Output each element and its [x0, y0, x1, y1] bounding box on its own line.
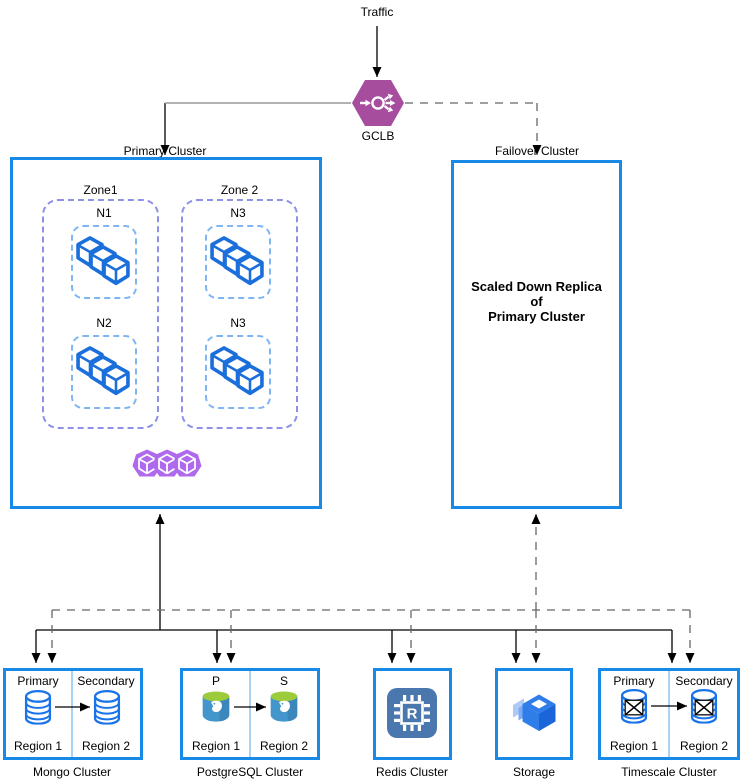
- cloud-storage-icon: [509, 691, 559, 735]
- postgres-region1-label: Region 1: [191, 739, 241, 753]
- postgresql-database-icon: [200, 688, 232, 726]
- timescale-region1-label: Region 1: [609, 739, 659, 753]
- gclb-label: GCLB: [361, 129, 395, 143]
- zone1-box[interactable]: [42, 199, 159, 429]
- node-n3-bottom-label: N3: [230, 316, 246, 330]
- zone1-label: Zone1: [83, 183, 118, 197]
- mongo-secondary-label: Secondary: [77, 674, 135, 688]
- storage-box[interactable]: [495, 668, 573, 760]
- timescale-database-icon: [619, 688, 649, 724]
- kubernetes-pods-icon: [131, 448, 203, 478]
- postgres-primary-label: P: [211, 674, 221, 688]
- node-n2-box[interactable]: [71, 335, 137, 409]
- postgresql-cluster-caption: PostgreSQL Cluster: [196, 765, 304, 779]
- redis-cluster-caption: Redis Cluster: [375, 765, 449, 779]
- mongo-database-icon: [92, 689, 122, 725]
- node-n3-top-box[interactable]: [205, 225, 271, 299]
- postgresql-cluster-box[interactable]: P S Region 1 Region 2: [180, 668, 320, 760]
- mongo-primary-label: Primary: [17, 674, 59, 688]
- region-divider: [668, 671, 670, 757]
- mongo-region1-label: Region 1: [13, 739, 63, 753]
- node-n1-box[interactable]: [71, 225, 137, 299]
- zone2-box[interactable]: [181, 199, 298, 429]
- primary-cluster-box[interactable]: Zone1 Zone 2 N1 N3 N2 N3: [10, 157, 322, 509]
- timescale-cluster-caption: Timescale Cluster: [621, 765, 717, 779]
- timescale-primary-label: Primary: [613, 674, 655, 688]
- pods-cubes-icon: [76, 236, 130, 286]
- timescale-cluster-box[interactable]: Primary Secondary Region 1 Region 2: [598, 668, 740, 760]
- timescale-secondary-label: Secondary: [675, 674, 733, 688]
- region-divider: [249, 671, 251, 757]
- primary-cluster-label: Primary Cluster: [123, 144, 207, 158]
- mongo-region2-label: Region 2: [81, 739, 131, 753]
- zone2-label: Zone 2: [220, 183, 259, 197]
- redis-memorystore-icon: R: [386, 687, 438, 739]
- gclb-load-balancer-icon[interactable]: [351, 79, 405, 127]
- pods-cubes-icon: [76, 346, 130, 396]
- node-n2-label: N2: [96, 316, 112, 330]
- region-divider: [71, 671, 73, 757]
- pods-cubes-icon: [210, 346, 264, 396]
- node-n3-top-label: N3: [230, 206, 246, 220]
- failover-cluster-label: Failover Cluster: [494, 144, 580, 158]
- failover-cluster-box[interactable]: Scaled Down Replica of Primary Cluster: [451, 160, 622, 509]
- node-n1-label: N1: [96, 206, 112, 220]
- failover-description: Scaled Down Replica of Primary Cluster: [471, 279, 602, 324]
- postgres-region2-label: Region 2: [259, 739, 309, 753]
- postgresql-database-icon: [268, 688, 300, 726]
- node-n3-bottom-box[interactable]: [205, 335, 271, 409]
- mongo-cluster-box[interactable]: Primary Secondary Region 1 Region 2: [3, 668, 143, 760]
- timescale-region2-label: Region 2: [679, 739, 729, 753]
- pods-cubes-icon: [210, 236, 264, 286]
- svg-text:R: R: [407, 706, 418, 723]
- mongo-cluster-caption: Mongo Cluster: [32, 765, 112, 779]
- postgres-secondary-label: S: [279, 674, 289, 688]
- storage-caption: Storage: [512, 765, 556, 779]
- mongo-database-icon: [23, 689, 53, 725]
- redis-cluster-box[interactable]: R: [373, 668, 452, 760]
- timescale-database-icon: [689, 688, 719, 724]
- traffic-label: Traffic: [360, 5, 394, 19]
